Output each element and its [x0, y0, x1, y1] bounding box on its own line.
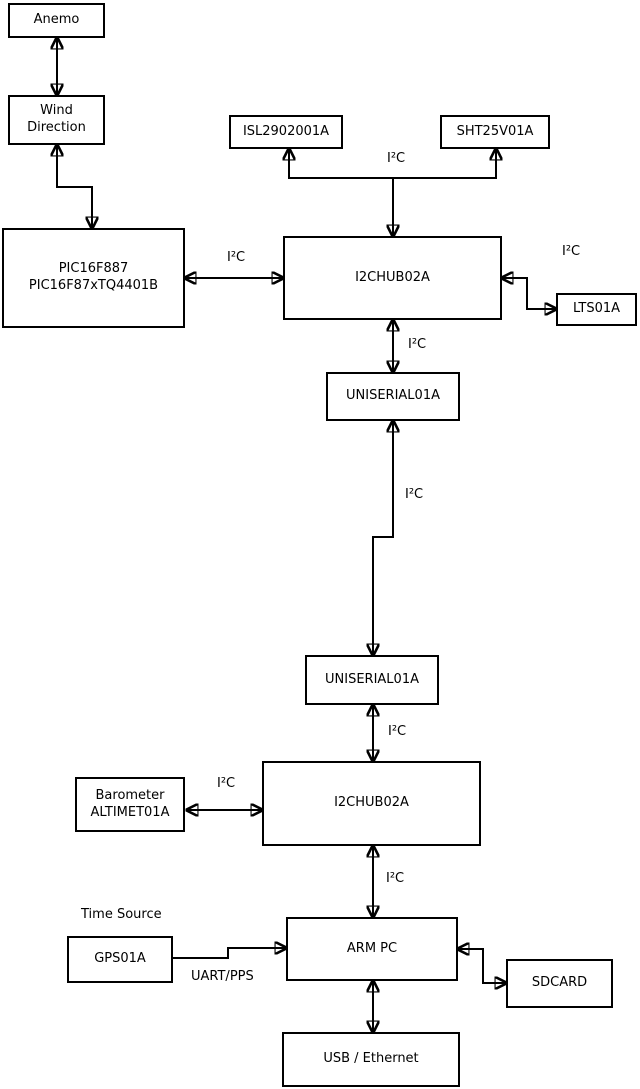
edge-wind-pic — [57, 145, 92, 228]
node-pic-line1: PIC16F887 — [58, 261, 129, 277]
node-uniserial-2-label: UNISERIAL01A — [325, 671, 419, 687]
node-gps-label: GPS01A — [94, 951, 146, 967]
edge-label-i2c-uni2-hub2: I²C — [388, 724, 407, 739]
node-sht: SHT25V01A — [440, 115, 550, 149]
node-uniserial-2: UNISERIAL01A — [305, 655, 439, 705]
node-sdcard-label: SDCARD — [531, 975, 588, 991]
edge-hub1-lts — [502, 278, 556, 309]
node-barometer: Barometer ALTIMET01A — [75, 777, 185, 832]
node-i2chub-1: I2CHUB02A — [283, 236, 502, 320]
edge-armpc-sdcard — [458, 949, 506, 983]
node-anemo: Anemo — [8, 3, 105, 38]
node-arm-pc: ARM PC — [286, 917, 458, 981]
node-i2chub-2: I2CHUB02A — [262, 761, 481, 846]
node-barometer-line1: Barometer — [95, 787, 165, 803]
edge-label-i2c-hub2-arm: I²C — [386, 871, 405, 886]
edge-label-i2c-uni1-uni2: I²C — [405, 487, 424, 502]
node-sdcard: SDCARD — [506, 959, 613, 1008]
node-i2chub-2-label: I2CHUB02A — [334, 795, 409, 811]
node-uniserial-1-label: UNISERIAL01A — [346, 388, 440, 404]
edge-label-i2c-sensors: I²C — [387, 151, 406, 166]
node-lts-label: LTS01A — [572, 301, 621, 317]
edge-label-i2c-hub1-lts: I²C — [562, 244, 581, 259]
node-anemo-label: Anemo — [33, 12, 80, 28]
edge-label-i2c-pic-hub1: I²C — [227, 250, 246, 265]
node-isl: ISL2902001A — [229, 115, 343, 149]
node-wind-direction: Wind Direction — [8, 95, 105, 145]
edge-gps-armpc — [173, 948, 286, 959]
node-lts: LTS01A — [556, 293, 637, 326]
node-gps: GPS01A — [67, 936, 173, 983]
node-pic: PIC16F887 PIC16F87xTQ4401B — [2, 228, 185, 328]
node-isl-label: ISL2902001A — [242, 123, 330, 139]
node-uniserial-1: UNISERIAL01A — [326, 372, 460, 421]
node-barometer-line2: ALTIMET01A — [90, 804, 170, 820]
edge-label-uart-pps: UART/PPS — [191, 969, 254, 984]
edge-uniserial1-uniserial2 — [373, 421, 393, 655]
node-wind-direction-line2: Direction — [27, 120, 86, 135]
node-usb-ethernet-label: USB / Ethernet — [323, 1051, 419, 1067]
edge-label-i2c-baro-hub2: I²C — [217, 776, 236, 791]
edge-label-time-source: Time Source — [81, 907, 162, 922]
node-wind-direction-line1: Wind — [40, 103, 73, 119]
node-arm-pc-label: ARM PC — [346, 940, 398, 956]
node-i2chub-1-label: I2CHUB02A — [355, 269, 430, 285]
node-sht-label: SHT25V01A — [456, 123, 534, 139]
node-usb-ethernet: USB / Ethernet — [282, 1032, 460, 1087]
node-pic-line2: PIC16F87xTQ4401B — [28, 278, 159, 293]
edge-label-i2c-hub1-uni1: I²C — [408, 337, 427, 352]
